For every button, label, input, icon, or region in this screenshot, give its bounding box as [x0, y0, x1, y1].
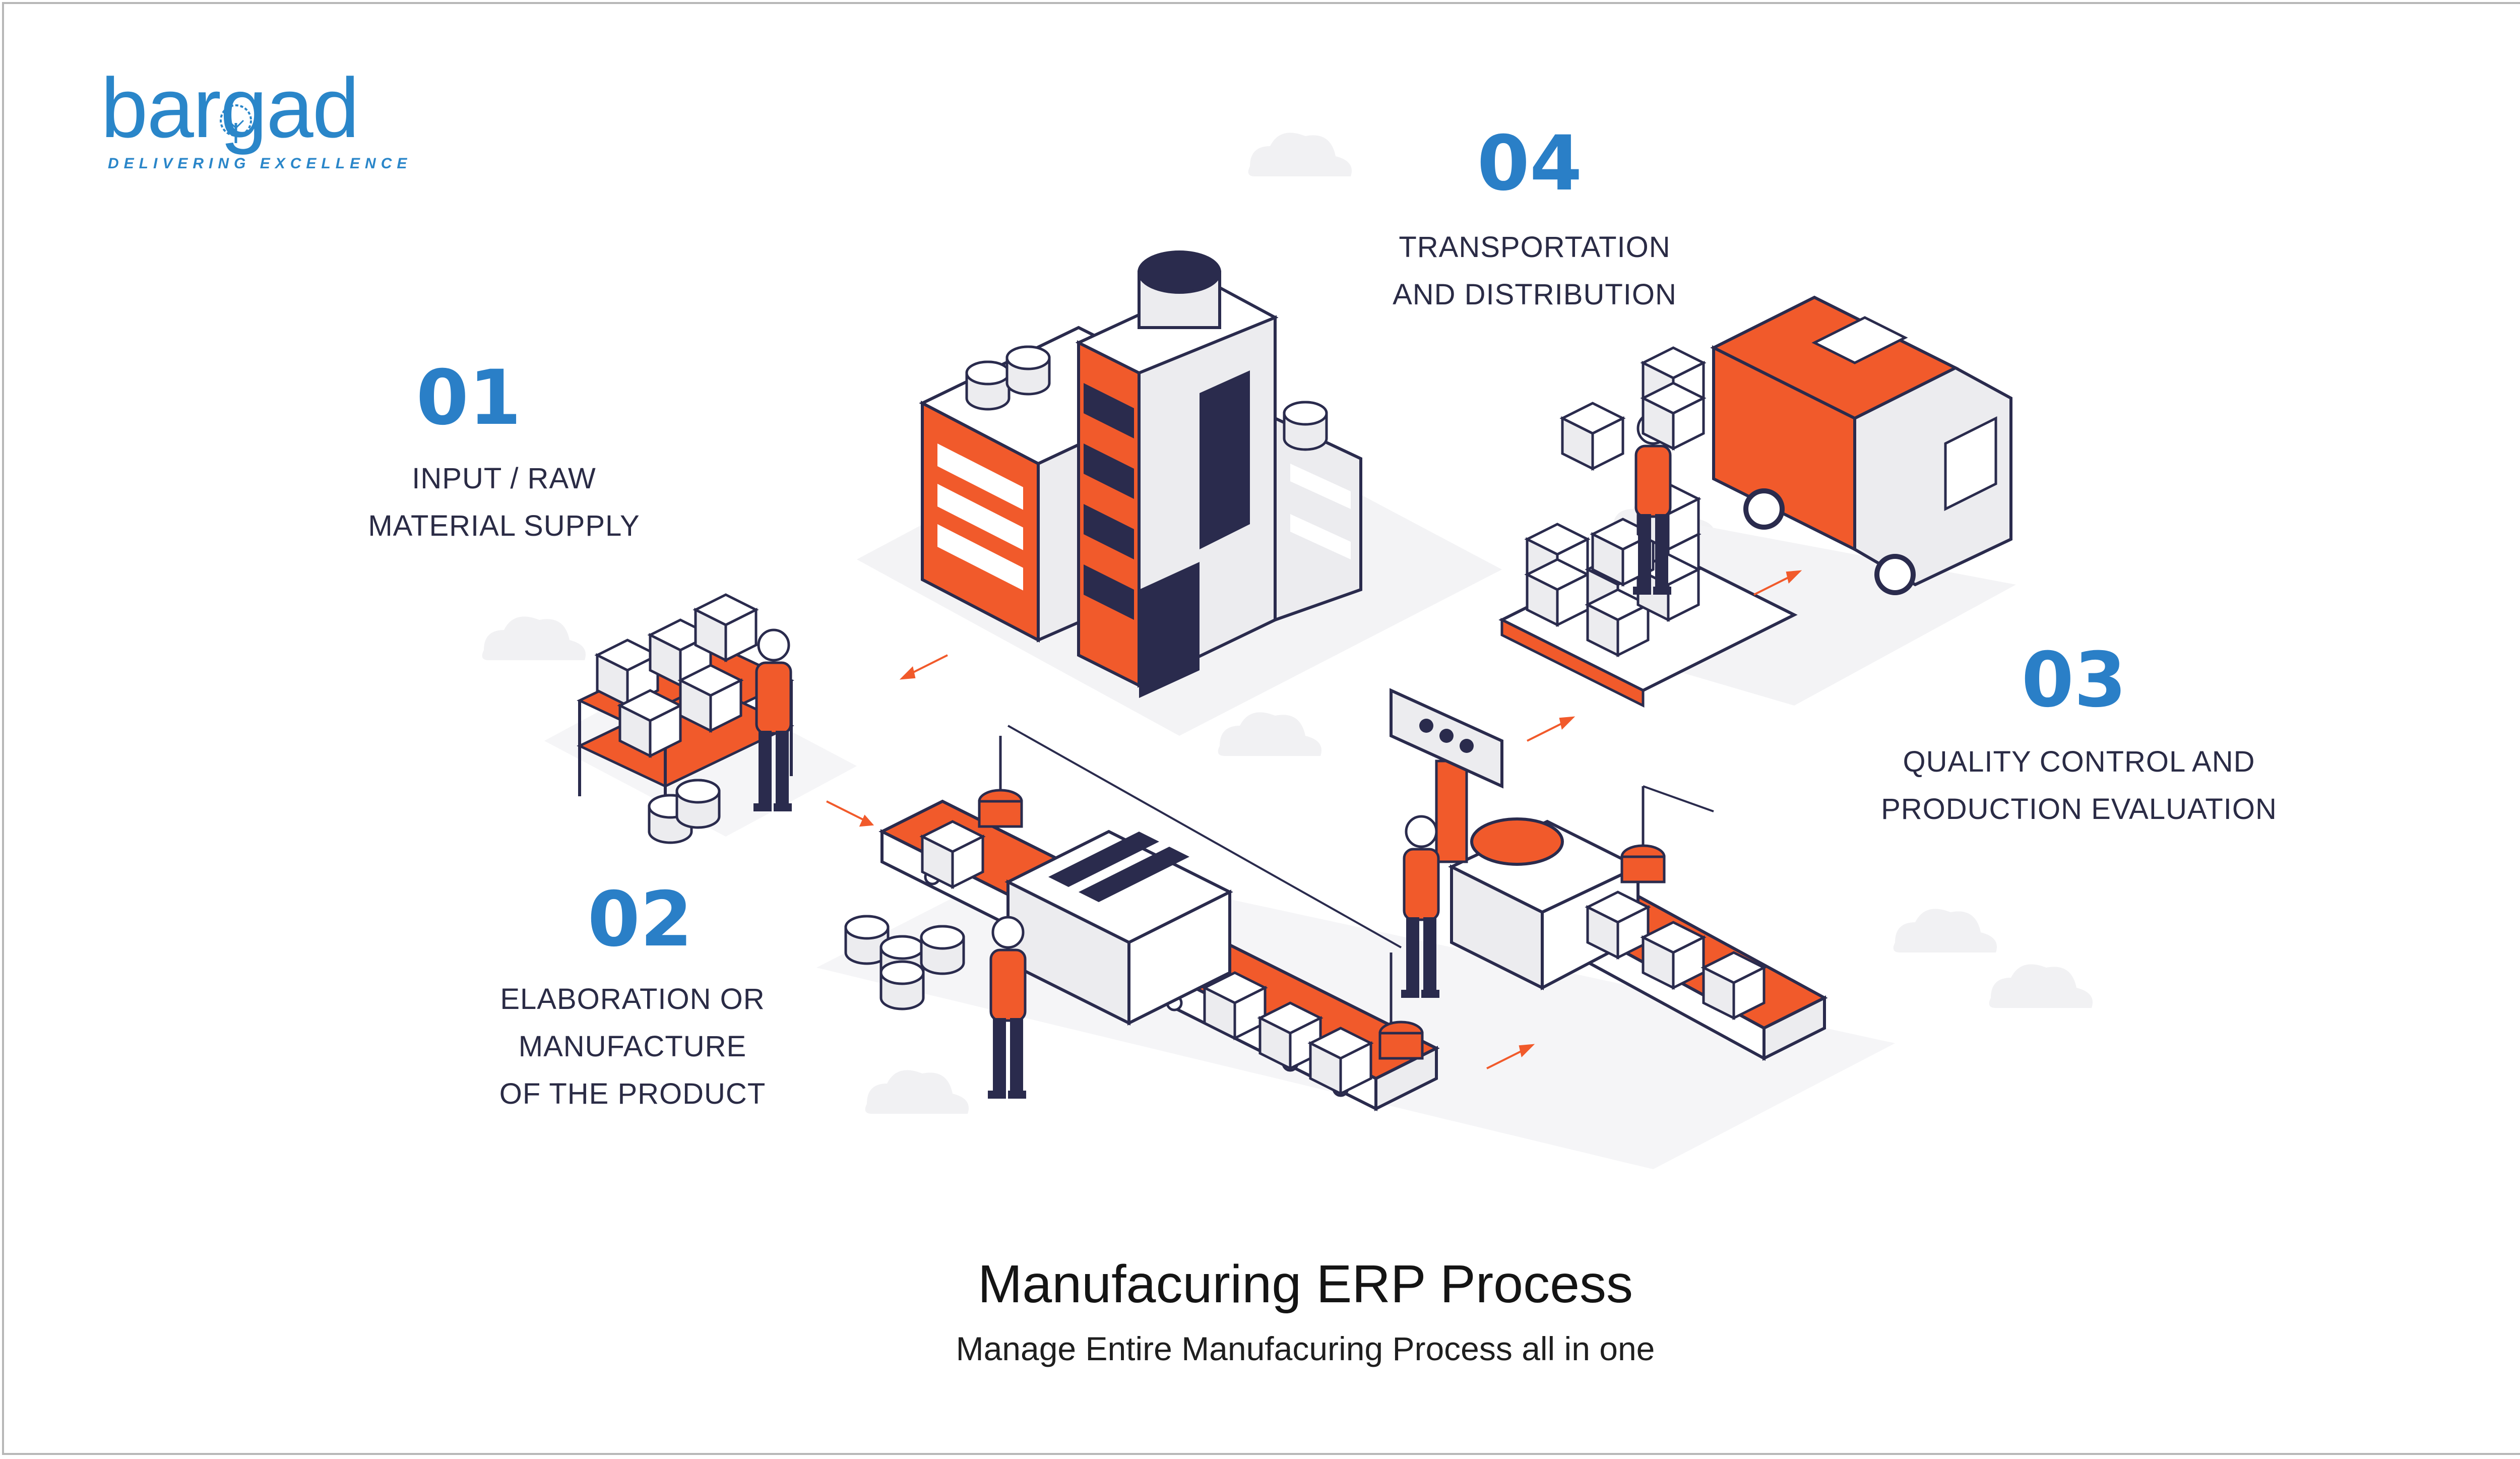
tree-icon: [220, 104, 252, 143]
step-label-line: TRANSPORTATION: [1399, 231, 1671, 264]
step-01: 01 INPUT / RAW MATERIAL SUPPLY: [353, 360, 655, 550]
step-number: 03: [2021, 637, 2127, 724]
step-label: INPUT / RAW MATERIAL SUPPLY: [353, 455, 655, 550]
step-label-line: INPUT / RAW: [412, 462, 596, 495]
step-label-line: OF THE PRODUCT: [499, 1077, 766, 1110]
step-number: 02: [587, 876, 693, 964]
step-label-line: MANUFACTURE: [518, 1030, 747, 1063]
step-02: 02 ELABORATION OR MANUFACTURE OF THE PRO…: [474, 882, 791, 1118]
step-label-line: QUALITY CONTROL AND: [1903, 745, 2255, 778]
step-number: 04: [1477, 120, 1583, 208]
step-label-line: MATERIAL SUPPLY: [368, 510, 640, 542]
step-label: ELABORATION OR MANUFACTURE OF THE PRODUC…: [474, 976, 791, 1118]
step-label: QUALITY CONTROL AND PRODUCTION EVALUATIO…: [1875, 738, 2283, 833]
step-label-line: AND DISTRIBUTION: [1393, 278, 1677, 311]
step-03: 03 QUALITY CONTROL AND PRODUCTION EVALUA…: [1875, 643, 2283, 833]
step-label-line: ELABORATION OR: [500, 983, 765, 1016]
step-number: 01: [416, 354, 522, 442]
page-subtitle: Manage Entire Manufacuring Process all i…: [956, 1330, 1655, 1367]
step-04: 04 TRANSPORTATION AND DISTRIBUTION: [1371, 126, 1698, 319]
step-label: TRANSPORTATION AND DISTRIBUTION: [1371, 224, 1698, 319]
brand-logo: bargad DELIVERING EXCELLENCE: [101, 60, 407, 176]
brand-name: bargad: [101, 60, 359, 155]
step-label-line: PRODUCTION EVALUATION: [1881, 793, 2277, 826]
page-title: Manufacuring ERP Process: [977, 1254, 1633, 1314]
brand-tagline: DELIVERING EXCELLENCE: [108, 155, 412, 172]
